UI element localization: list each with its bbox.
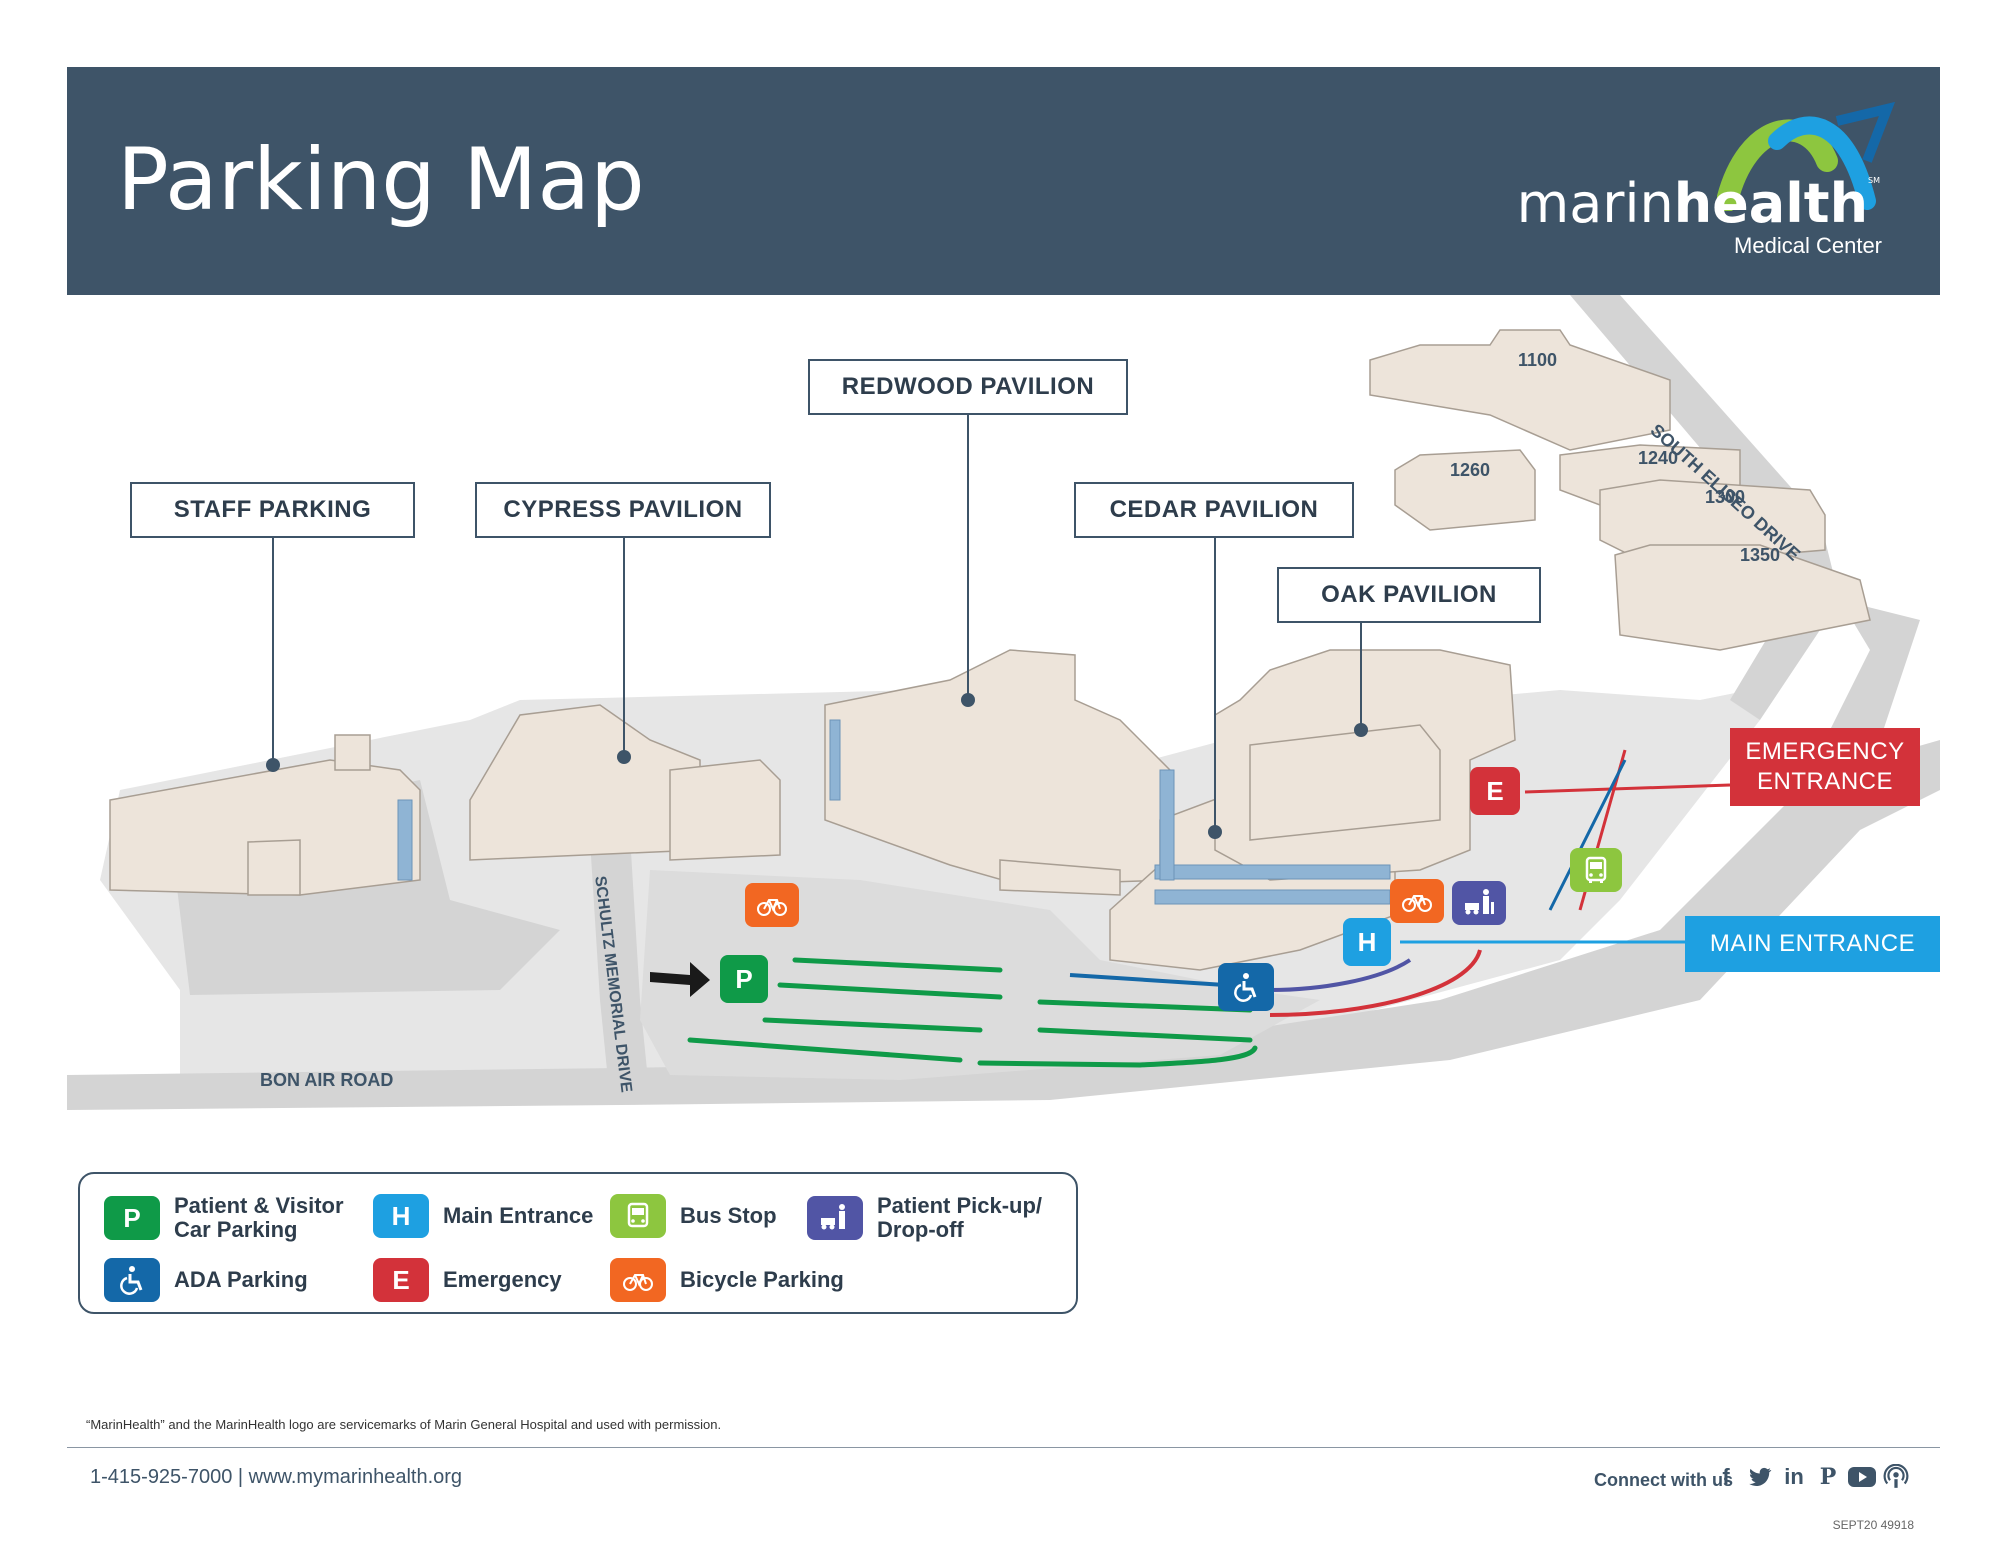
page-title: Parking Map [117, 130, 645, 230]
legend-parking: P Patient & Visitor Car Parking [104, 1193, 364, 1242]
building-1260 [1394, 449, 1536, 531]
dropoff-route-line [1269, 958, 1412, 992]
twitter-icon[interactable] [1746, 1462, 1774, 1492]
oak-pavilion-label: OAK PAVILION [1277, 567, 1541, 623]
legend-main-entrance: H Main Entrance [373, 1194, 593, 1238]
emergency-leader-line [1524, 783, 1731, 794]
redwood-pavilion-building [824, 649, 1171, 886]
header-banner: Parking Map marinhealthSM Medical Center [67, 67, 1940, 295]
legend-emergency: E Emergency [373, 1258, 562, 1302]
parking-entry-arrow [650, 962, 710, 997]
parking-row-1 [792, 957, 1003, 973]
parking-icon: P [104, 1196, 160, 1241]
parking-row-7 [977, 1045, 1258, 1068]
social-icons: f in P [1712, 1462, 1910, 1492]
connect-with-us-label: Connect with us [1594, 1470, 1733, 1490]
parking-row-4 [762, 1017, 983, 1033]
schultz-road [590, 835, 650, 1100]
legend-bicycle-parking: Bicycle Parking [610, 1258, 844, 1302]
building-1300 [1599, 479, 1826, 566]
bicycle-parking-icon [745, 883, 799, 927]
pickup-dropoff-icon [807, 1196, 863, 1241]
cedar-pavilion-label: CEDAR PAVILION [1074, 482, 1354, 538]
youtube-icon[interactable] [1848, 1462, 1876, 1492]
ada-route-line [1069, 973, 1226, 987]
legend-ada-parking: ADA Parking [104, 1258, 308, 1302]
emergency-route-line [1269, 949, 1482, 1017]
building-1100-label: 1100 [1518, 350, 1558, 370]
contact-info: 1-415-925-7000 | www.mymarinhealth.org [90, 1466, 463, 1488]
staff-parking-label: STAFF PARKING [130, 482, 415, 538]
building-1260-label: 1260 [1450, 460, 1491, 480]
legend-pickup-dropoff: Patient Pick-up/ Drop-off [807, 1193, 1067, 1242]
pinterest-icon[interactable]: P [1819, 1464, 1837, 1490]
parking-row-5 [1037, 1027, 1253, 1043]
parking-row-2 [777, 982, 1003, 1000]
emergency-icon: E [1470, 767, 1520, 815]
podcast-icon[interactable] [1882, 1462, 1910, 1492]
document-code: SEPT20 49918 [1832, 1518, 1914, 1532]
logo-subtitle: Medical Center [1734, 233, 1882, 258]
main-entrance-icon: H [1343, 918, 1391, 966]
parking-row-3 [1037, 999, 1253, 1013]
building-1240-label: 1240 [1638, 448, 1679, 468]
bon-air-road [67, 740, 1940, 1110]
servicemark-disclaimer: “MarinHealth” and the MarinHealth logo a… [86, 1417, 722, 1432]
pickup-dropoff-icon [1452, 881, 1506, 925]
building-1350-label: 1350 [1740, 545, 1781, 565]
bicycle-parking-icon [610, 1258, 666, 1302]
bicycle-parking-icon [1390, 879, 1444, 923]
building-1350 [1614, 544, 1871, 651]
building-1100 [1369, 329, 1671, 451]
legend-bus-stop: Bus Stop [610, 1194, 777, 1238]
parking-lot [640, 870, 1320, 1080]
bus-stop-icon [1570, 848, 1622, 892]
cypress-pavilion-label: CYPRESS PAVILION [475, 482, 771, 538]
ada-parking-icon [104, 1258, 160, 1302]
ada-parking-icon [1218, 963, 1274, 1011]
parking-icon: P [720, 955, 768, 1003]
cypress-pavilion-building [469, 704, 701, 861]
marinhealth-logo-mark [1717, 101, 1896, 211]
marinhealth-logo-wordmark: marinhealthSM [1516, 172, 1880, 235]
main-drive-line [1548, 759, 1627, 911]
map-legend: P Patient & Visitor Car Parking H Main E… [78, 1172, 1078, 1314]
footer-divider [67, 1447, 1940, 1448]
facebook-icon[interactable]: f [1722, 1464, 1730, 1489]
main-entrance-icon: H [373, 1194, 429, 1238]
emergency-icon: E [373, 1258, 429, 1302]
main-entrance-label: MAIN ENTRANCE [1685, 916, 1940, 972]
bon-air-road-label: BON AIR ROAD [260, 1070, 394, 1090]
parking-row-6 [687, 1037, 963, 1063]
redwood-pavilion-label: REDWOOD PAVILION [808, 359, 1128, 415]
linkedin-icon[interactable]: in [1784, 1464, 1804, 1489]
bus-stop-icon [610, 1194, 666, 1238]
building-1300-label: 1300 [1705, 487, 1746, 507]
